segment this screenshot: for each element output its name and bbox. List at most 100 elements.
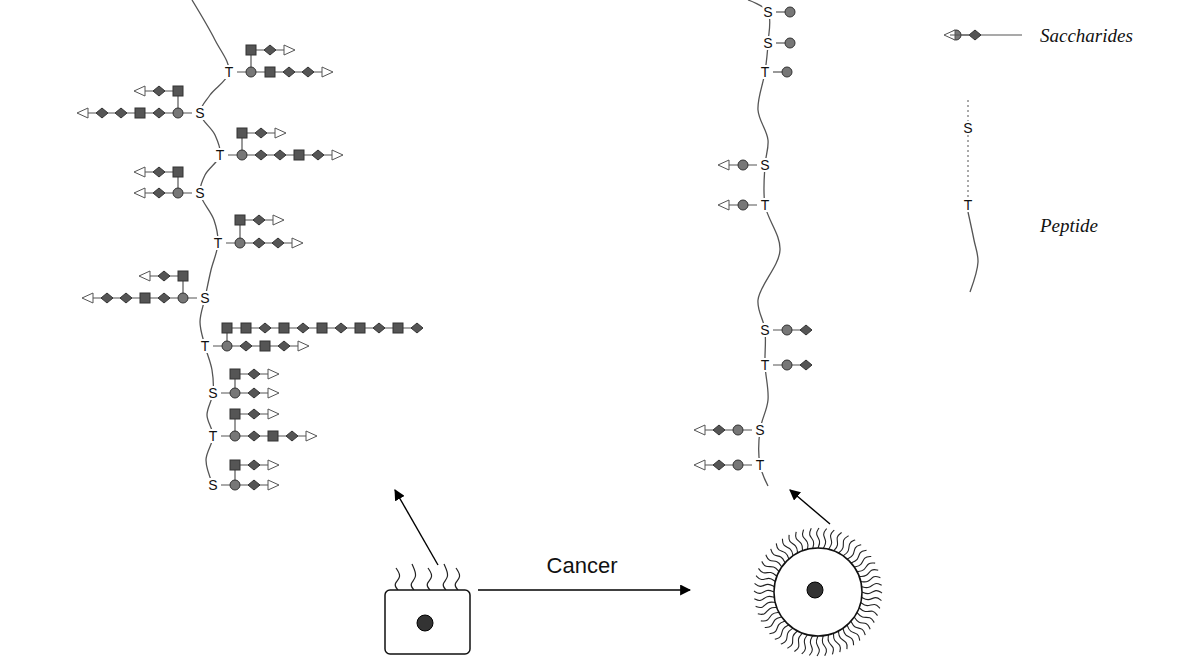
saccharide-circle [230, 480, 240, 490]
saccharide-square [246, 45, 256, 55]
saccharide-diamond [158, 271, 170, 281]
saccharide-square [294, 150, 304, 160]
saccharide-diamond [253, 215, 265, 225]
saccharide-square [230, 460, 240, 470]
saccharide-circle [173, 188, 183, 198]
saccharide-diamond [411, 323, 423, 333]
cell-glycocalyx [775, 625, 789, 639]
residue-letter: T [760, 65, 771, 79]
saccharide-square [393, 323, 403, 333]
saccharide-square [279, 323, 289, 333]
residue-letter: S [199, 291, 210, 305]
saccharide-square [265, 67, 275, 77]
saccharide-square [241, 323, 251, 333]
saccharide-square [235, 215, 245, 225]
cell-glycocalyx [851, 550, 867, 563]
glycosidic-bond [221, 392, 273, 393]
pointer-arrow [790, 490, 830, 524]
nucleus [417, 615, 433, 631]
saccharide-diamond [248, 369, 260, 379]
cell-glycocalyx [809, 636, 812, 656]
cell-glycocalyx [847, 625, 860, 641]
saccharide-triangle [306, 431, 317, 441]
residue-letter: S [759, 323, 770, 337]
transformation-arrow [478, 589, 690, 590]
cell-glycocalyx [794, 633, 802, 651]
saccharide-triangle [268, 480, 279, 490]
saccharide-diamond [253, 238, 265, 248]
cell-glycocalyx [802, 635, 808, 654]
saccharide-triangle [268, 388, 279, 398]
saccharide-diamond [713, 425, 725, 435]
saccharide-circle [738, 200, 748, 210]
cell-glycocalyx [782, 539, 793, 556]
saccharide-circle [222, 341, 232, 351]
residue-letter: S [194, 186, 205, 200]
saccharide-circle [246, 67, 256, 77]
nucleus [807, 582, 823, 598]
saccharide-circle [733, 460, 743, 470]
saccharide-triangle [268, 460, 279, 470]
saccharide-circle [178, 293, 188, 303]
saccharide-diamond [272, 238, 284, 248]
legend-text: Saccharides [1040, 26, 1133, 45]
glycosidic-bond [221, 484, 273, 485]
cell-glycocalyx [862, 591, 882, 594]
legend-text: Peptide [1040, 216, 1098, 235]
saccharide-square [260, 341, 270, 351]
glycosidic-bond [950, 35, 975, 36]
saccharide-triangle [275, 128, 286, 138]
pointer-arrow [395, 490, 438, 565]
saccharide-triangle [268, 409, 279, 419]
saccharide-triangle [77, 108, 88, 118]
saccharide-diamond [800, 360, 812, 370]
cell-glycocalyx [771, 549, 785, 563]
saccharide-circle [785, 7, 795, 17]
cell-glycocalyx [395, 568, 399, 590]
peptide-chain [748, 0, 780, 486]
residue-letter: S [762, 36, 773, 50]
cell-glycocalyx [854, 556, 871, 567]
saccharide-diamond [297, 323, 309, 333]
residue-letter: T [213, 236, 224, 250]
saccharide-diamond [274, 150, 286, 160]
saccharide-circle [173, 108, 183, 118]
saccharide-square [178, 271, 188, 281]
cell-glycocalyx [769, 621, 785, 634]
cancer-cell [774, 548, 862, 636]
peptide-sample [968, 100, 969, 205]
saccharide-square [173, 86, 183, 96]
cell-glycocalyx [828, 635, 833, 655]
saccharide-diamond [255, 150, 267, 160]
residue-letter: T [755, 458, 766, 472]
saccharide-diamond [283, 67, 295, 77]
saccharide-diamond [101, 293, 113, 303]
cell-glycocalyx [796, 532, 803, 551]
residue-letter: T [963, 198, 974, 212]
saccharide-circle [235, 238, 245, 248]
saccharide-triangle [284, 45, 295, 55]
saccharide-circle [782, 325, 792, 335]
saccharide-triangle [139, 271, 150, 281]
residue-letter: S [962, 121, 973, 135]
saccharide-square [140, 293, 150, 303]
saccharide-triangle [134, 86, 145, 96]
saccharide-triangle [322, 67, 333, 77]
residue-letter: T [760, 358, 771, 372]
cell-glycocalyx [834, 633, 841, 652]
saccharide-diamond [153, 167, 165, 177]
saccharide-triangle [134, 167, 145, 177]
saccharide-square [317, 323, 327, 333]
residue-letter: T [760, 198, 771, 212]
cell-glycocalyx [851, 621, 865, 635]
cell-glycocalyx [776, 543, 789, 559]
arrow-label: Cancer [547, 555, 618, 577]
saccharide-triangle [718, 160, 729, 170]
cell-glycocalyx [756, 576, 775, 582]
cell-glycocalyx [857, 612, 874, 622]
cell-glycocalyx [862, 584, 882, 588]
glycosidic-bond [140, 192, 192, 193]
normal-cell [385, 590, 470, 654]
peptide-sample [968, 212, 978, 292]
glycosidic-bond [700, 464, 752, 465]
